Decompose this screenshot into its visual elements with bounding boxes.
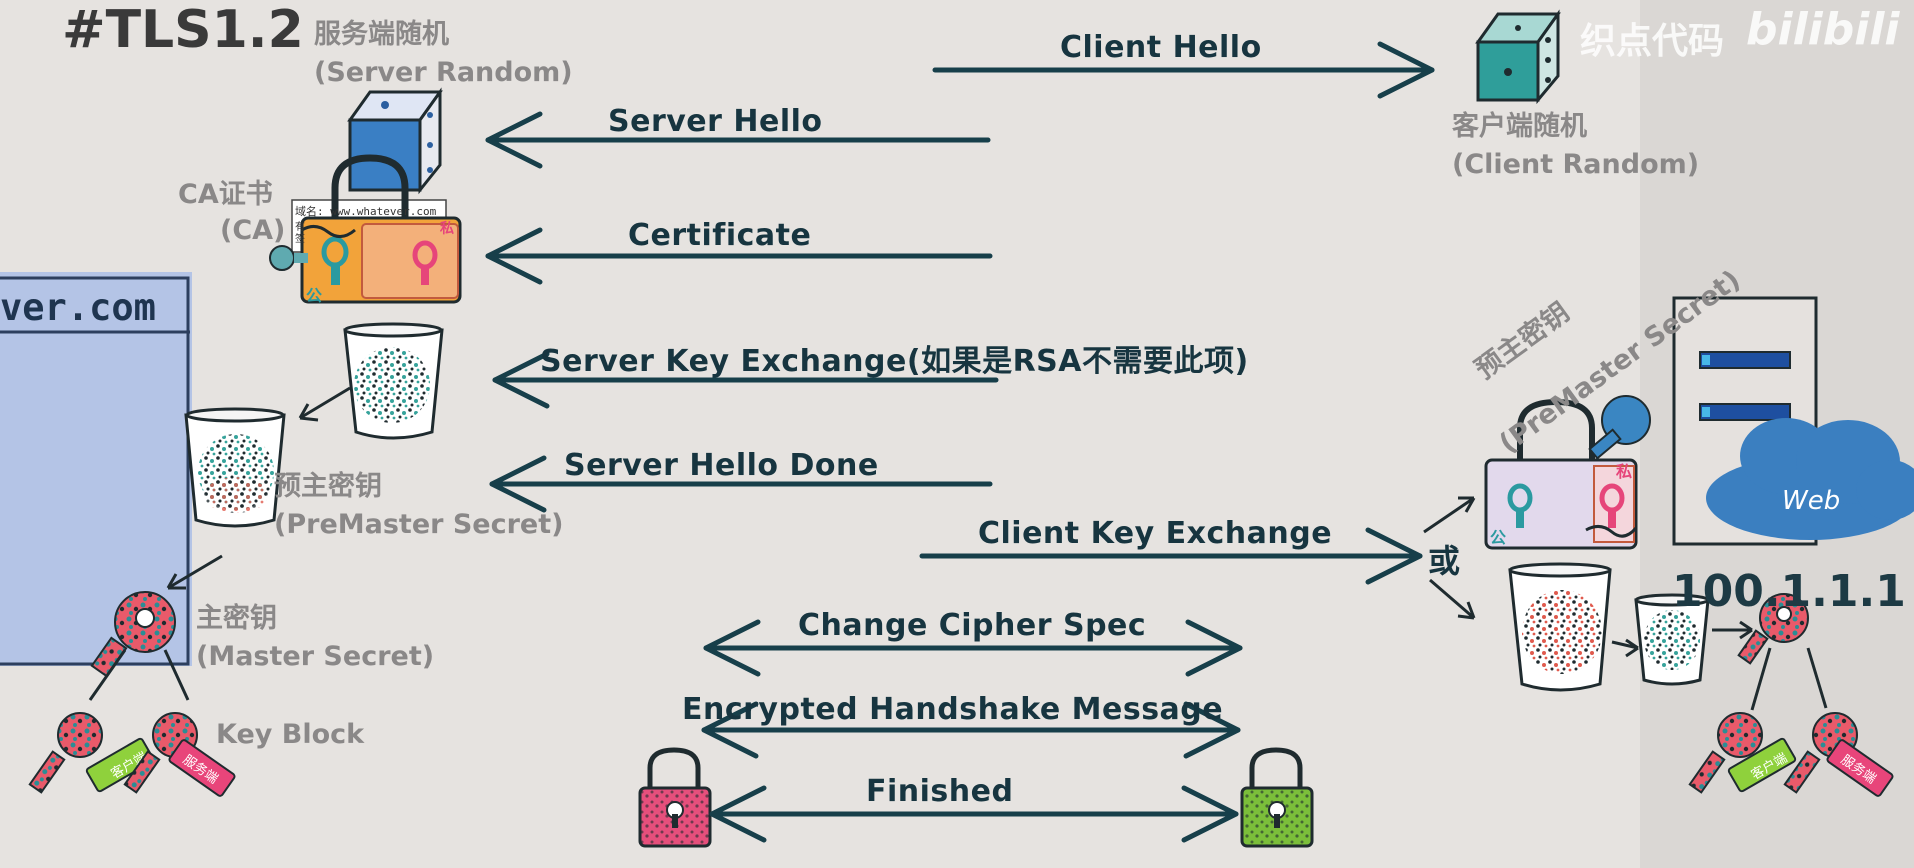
server-ip-label: 100.1.1.1 — [1672, 566, 1906, 617]
master-secret-label-en: (Master Secret) — [196, 641, 435, 672]
ca-certificate-lock-icon — [269, 154, 462, 304]
cert-line-2: 有 — [295, 222, 305, 233]
server-cup-premaster-icon — [184, 407, 286, 528]
client-lock-private-mark: 私 — [1616, 462, 1633, 481]
client-random-label-zh: 客户端随机 — [1452, 111, 1587, 142]
arrow-change-cipher-spec — [703, 619, 1243, 677]
msg-server-key-exchange: Server Key Exchange(如果是RSA不需要此项) — [540, 344, 1249, 379]
server-key-block-client-key-icon: 客户端 — [28, 712, 155, 794]
client-key-block-server-key-icon: 服务端 — [1783, 712, 1894, 797]
web-cloud-icon — [1706, 418, 1914, 540]
cert-line-3: 签 — [295, 234, 305, 245]
ca-private-mark: 私 — [440, 221, 454, 237]
key-block-label: Key Block — [216, 719, 365, 750]
or-label: 或 — [1428, 542, 1461, 580]
arrow-server-hello-done — [489, 455, 993, 513]
msg-certificate: Certificate — [628, 218, 812, 253]
finished-lock-green-icon — [1240, 747, 1314, 848]
server-master-key-icon — [90, 591, 176, 678]
web-cloud-label: Web — [1782, 486, 1841, 516]
client-public-private-lock-icon — [1484, 395, 1651, 550]
msg-client-hello: Client Hello — [1060, 30, 1262, 65]
arrow-finished — [709, 785, 1239, 843]
server-random-label-en: (Server Random) — [314, 57, 573, 88]
arrows-master-to-keyblock — [88, 649, 190, 701]
client-cup-premaster-icon — [1634, 593, 1710, 686]
client-dice-icon — [1475, 9, 1561, 105]
client-lock-public-mark: 公 — [1490, 528, 1507, 547]
msg-change-cipher-spec: Change Cipher Spec — [798, 608, 1147, 643]
msg-encrypted-handshake: Encrypted Handshake Message — [682, 692, 1224, 727]
client-cup-full-icon — [1508, 562, 1612, 692]
message-arrows — [485, 41, 1435, 843]
arrow-or-to-cup — [1429, 578, 1476, 620]
server-premaster-label-zh: 预主密钥 — [274, 471, 382, 502]
arrow-client-hello — [932, 41, 1435, 99]
server-premaster-label-en: (PreMaster Secret) — [274, 509, 564, 540]
watermark-text: 织点代码 — [1580, 21, 1725, 62]
finished-lock-pink-icon — [638, 747, 712, 848]
bilibili-logo: bilibili — [1746, 4, 1900, 55]
arrow-client-key-exchange — [919, 527, 1423, 585]
server-key-block-server-key-icon: 服务端 — [123, 712, 236, 797]
arrow-cup-to-cup — [299, 386, 351, 420]
ca-label-zh: CA证书 — [178, 179, 273, 210]
ca-label-en: (CA) — [220, 215, 286, 246]
domain-text: ver.com — [0, 286, 156, 329]
arrow-server-key-exchange-rsa — [492, 351, 999, 409]
msg-server-hello: Server Hello — [608, 104, 823, 139]
msg-client-key-exchange: Client Key Exchange — [978, 516, 1333, 551]
arrow-or-to-lock — [1423, 496, 1476, 534]
server-random-label-zh: 服务端随机 — [314, 19, 449, 50]
client-master-key-icon — [1737, 593, 1809, 665]
client-random-label-en: (Client Random) — [1452, 149, 1700, 180]
arrow-premaster-to-master — [167, 554, 223, 590]
server-dice-icon — [347, 87, 443, 195]
master-secret-label-zh: 主密钥 — [196, 603, 277, 634]
arrow-certificate — [485, 227, 993, 285]
msg-finished: Finished — [866, 774, 1014, 809]
server-cup-full-icon — [343, 322, 444, 440]
msg-server-hello-done: Server Hello Done — [564, 448, 879, 483]
arrow-server-hello — [485, 111, 991, 169]
cert-domain-line: 域名: www.whatever.com — [295, 205, 437, 218]
diagram-title: #TLS1.2 — [62, 0, 304, 60]
ca-public-mark: 公 — [306, 286, 323, 305]
arrow-encrypted-handshake-message — [701, 701, 1241, 759]
